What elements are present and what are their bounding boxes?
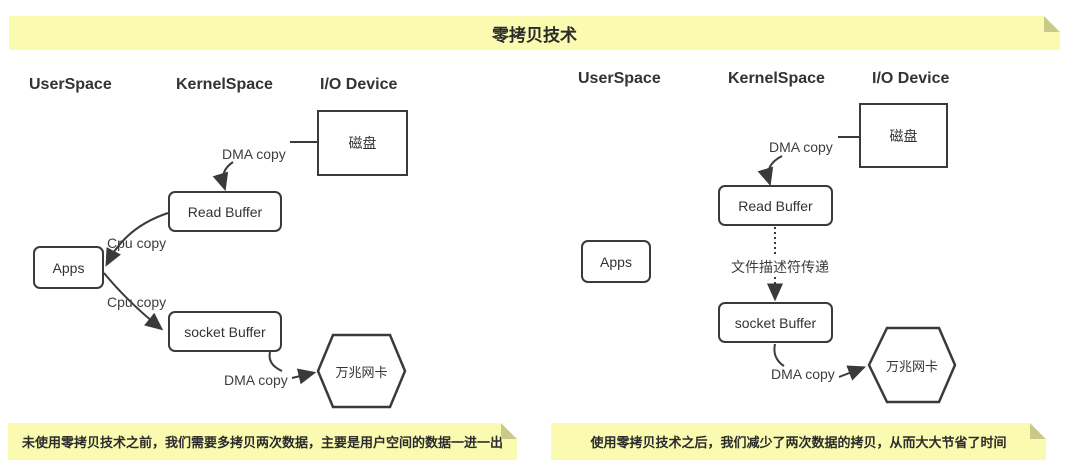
column-header-kernelspace-before: KernelSpace (176, 76, 273, 93)
edge-dma-out-curl-before (268, 351, 283, 372)
node-read-buffer-after: Read Buffer (718, 185, 833, 226)
caption-banner-before: 未使用零拷贝技术之前，我们需要多拷贝两次数据，主要是用户空间的数据一进一出 (8, 423, 517, 460)
column-header-iodevice-before: I/O Device (320, 76, 398, 93)
node-disk-after: 磁盘 (859, 103, 948, 168)
edge-label-dma-in-after: DMA copy (769, 139, 833, 155)
edge-label-cpu-write-before: Cpu copy (107, 294, 167, 310)
column-header-kernelspace-after: KernelSpace (728, 70, 825, 87)
edge-label-dma-in-before: DMA copy (222, 146, 286, 162)
page-title: 零拷贝技术 (492, 25, 577, 45)
title-banner: 零拷贝技术 (9, 16, 1060, 50)
column-header-userspace-before: UserSpace (29, 76, 112, 93)
edge-label-cpu-read-before: Cpu copy (107, 235, 167, 251)
column-header-userspace-after: UserSpace (578, 70, 661, 87)
node-nic-label-after: 万兆网卡 (885, 358, 938, 374)
edge-dma-out-before (291, 368, 317, 385)
edge-dma-out-curl-after (773, 343, 785, 367)
node-disk-before: 磁盘 (317, 110, 408, 176)
node-nic-hexagon-before (316, 333, 407, 409)
node-apps-before: Apps (33, 246, 104, 289)
node-socket-buffer-before: socket Buffer (168, 311, 282, 352)
node-nic-hexagon-after (867, 326, 957, 404)
edge-cpu-read-before (105, 212, 169, 267)
edge-label-fd-pass-after: 文件描述符传递 (729, 257, 831, 277)
column-header-iodevice-after: I/O Device (872, 70, 950, 87)
node-apps-after: Apps (581, 240, 651, 283)
caption-text-after: 使用零拷贝技术之后，我们减少了两次数据的拷贝，从而大大节省了时间 (590, 435, 1007, 450)
edge-cpu-write-before (103, 272, 164, 331)
caption-text-before: 未使用零拷贝技术之前，我们需要多拷贝两次数据，主要是用户空间的数据一进一出 (21, 435, 503, 450)
edge-dma-in-after (757, 155, 783, 187)
edge-dma-out-after (838, 365, 867, 381)
edge-label-dma-out-before: DMA copy (224, 372, 288, 388)
node-read-buffer-before: Read Buffer (168, 191, 282, 232)
edge-dma-in-before (212, 161, 234, 192)
caption-banner-after: 使用零拷贝技术之后，我们减少了两次数据的拷贝，从而大大节省了时间 (551, 423, 1046, 460)
edge-label-dma-out-after: DMA copy (771, 366, 835, 382)
node-nic-label-before: 万兆网卡 (335, 364, 388, 380)
node-socket-buffer-after: socket Buffer (718, 302, 833, 343)
